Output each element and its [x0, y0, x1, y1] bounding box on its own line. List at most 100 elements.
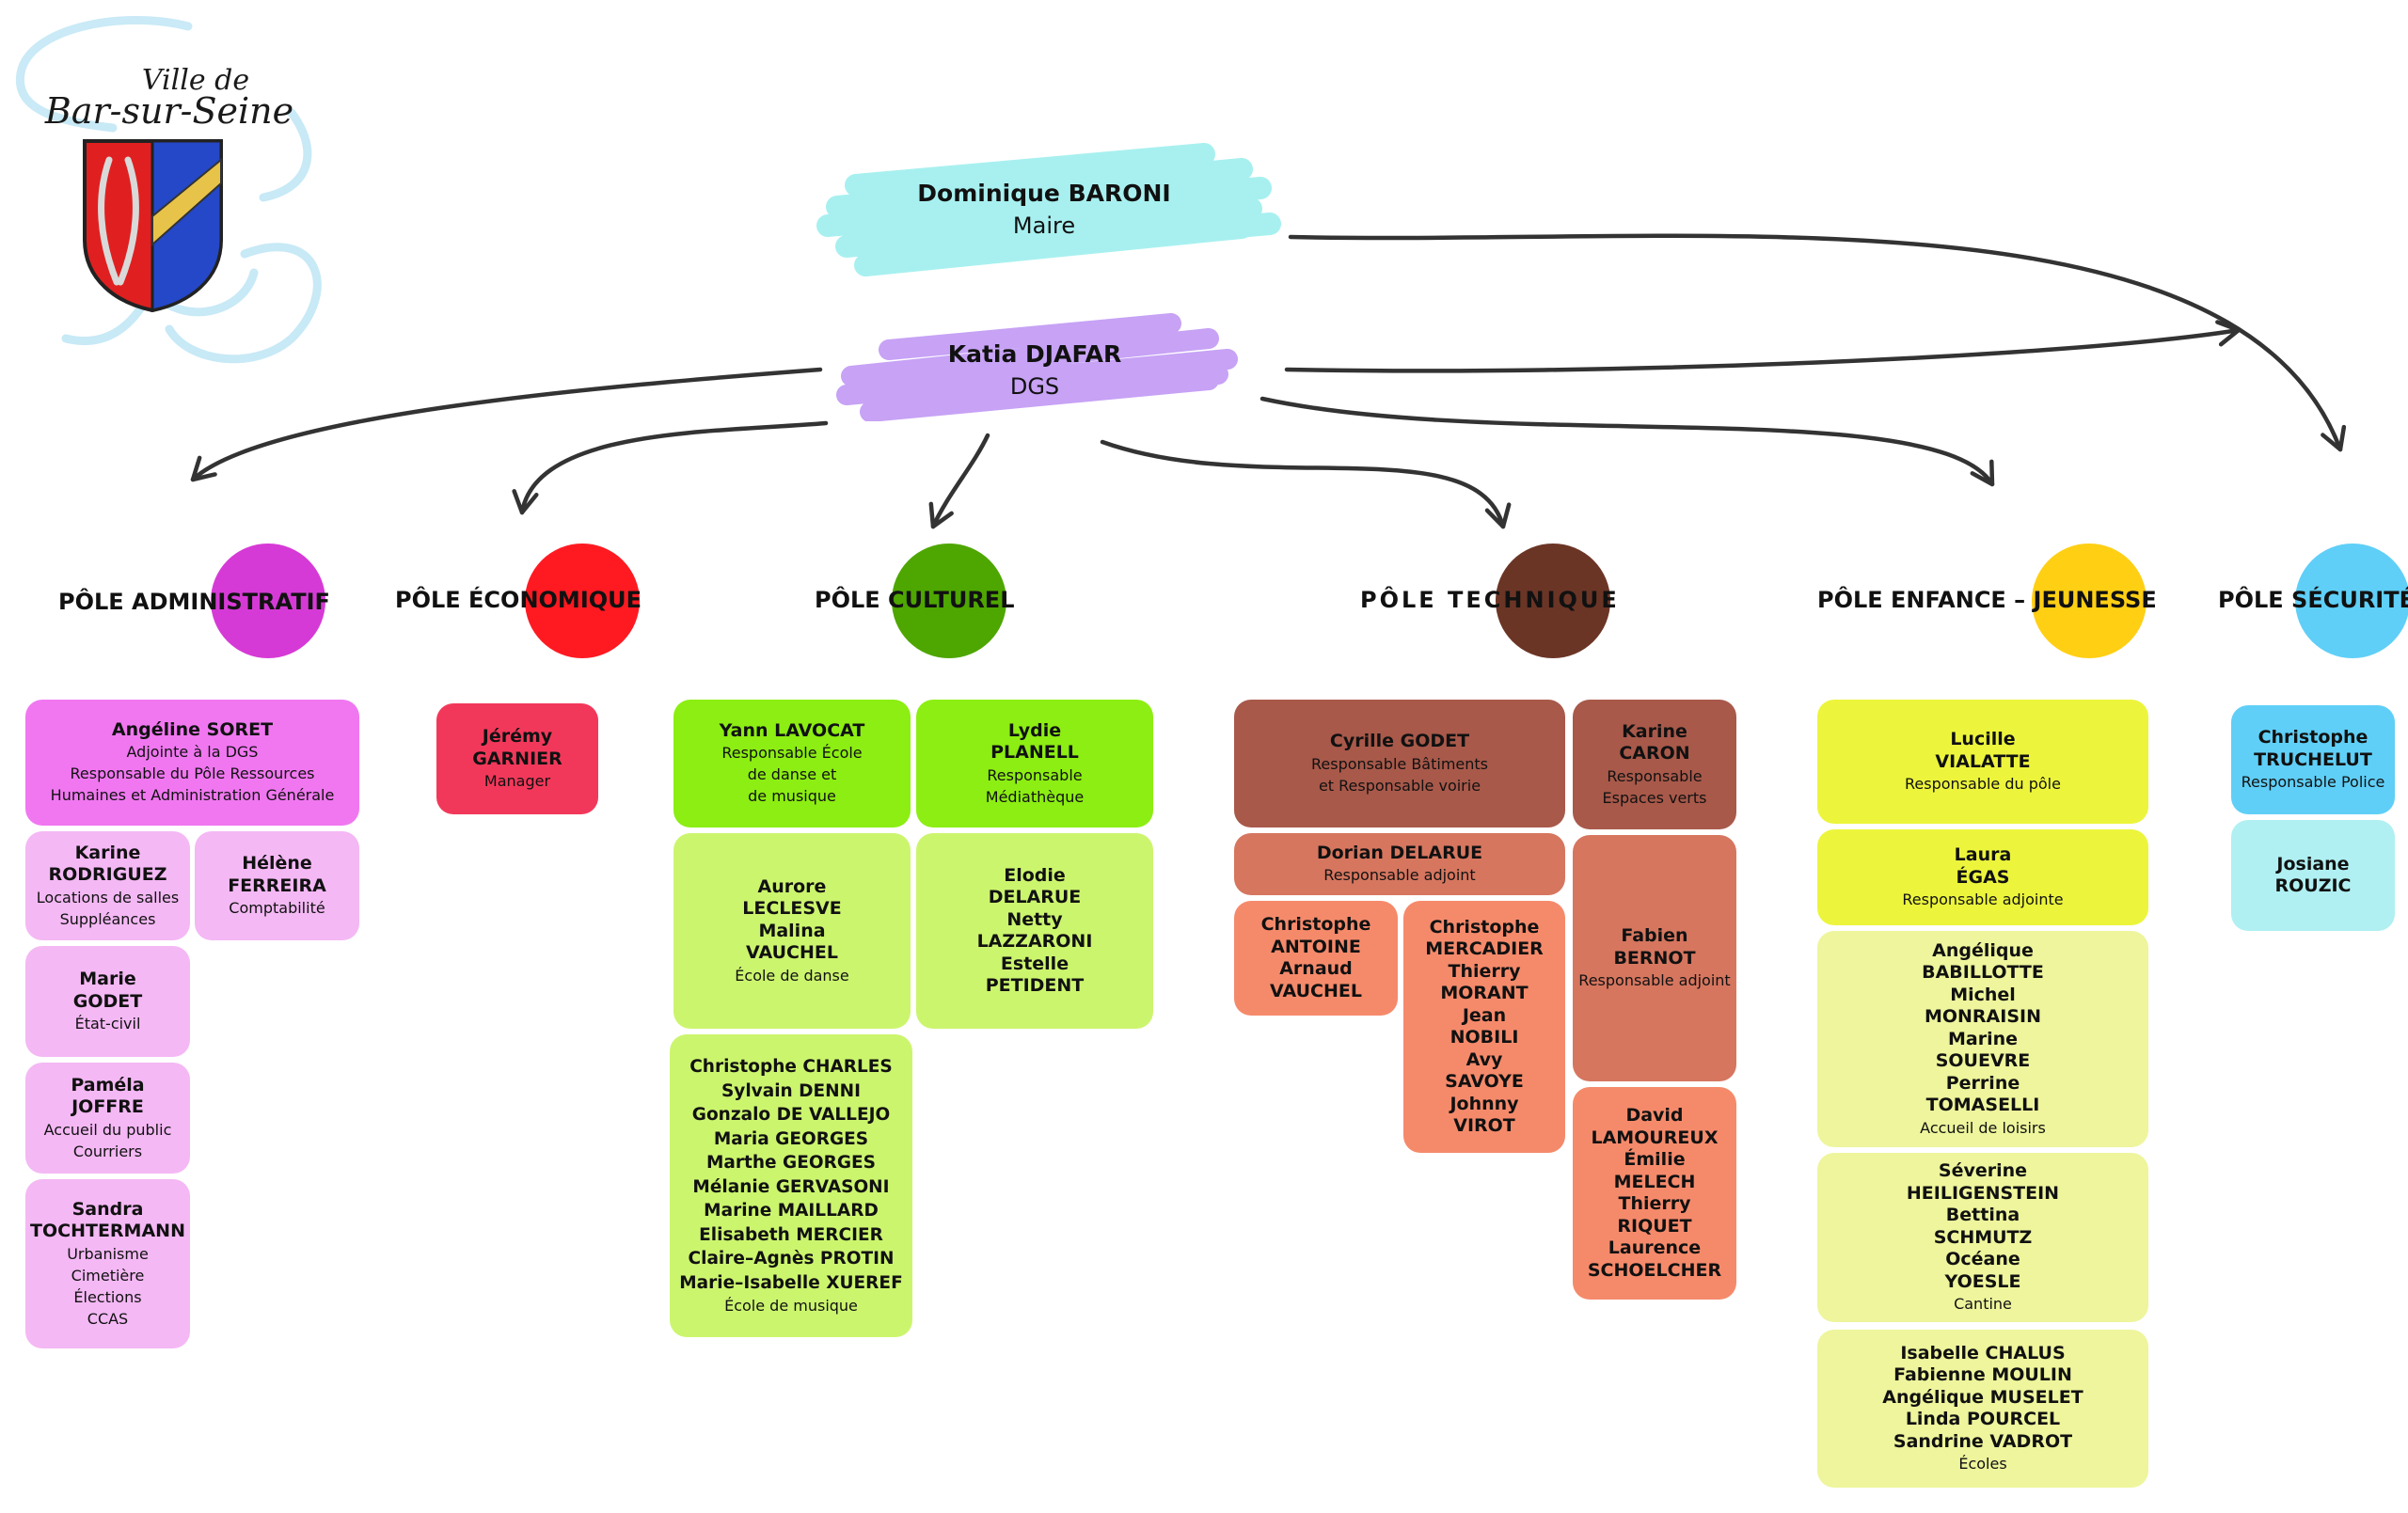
godet-marie-role: État-civil	[74, 1015, 141, 1032]
box-ecole-musique: Christophe CHARLES Sylvain DENNI Gonzalo…	[670, 1034, 912, 1337]
delarue-role: Responsable adjoint	[1323, 866, 1476, 885]
pole-administratif-circle	[211, 544, 325, 658]
garnier-role: Manager	[483, 772, 551, 790]
box-cantine: Séverine HEILIGENSTEIN Bettina SCHMUTZ O…	[1817, 1153, 2148, 1322]
godet-cyrille-role: Responsable Bâtiments et Responsable voi…	[1310, 754, 1488, 795]
egas-name: Laura ÉGAS	[1954, 844, 2012, 888]
box-accueil-loisirs: Angélique BABILLOTTE Michel MONRAISIN Ma…	[1817, 931, 2148, 1147]
logo-line1: Ville de	[141, 64, 250, 97]
pole-enfance-circle	[2032, 544, 2147, 658]
box-garnier: Jérémy GARNIER Manager	[436, 703, 598, 814]
box-lamoureux: David LAMOUREUX Émilie MELECH Thierry RI…	[1573, 1087, 1736, 1300]
godet-cyrille-name: Cyrille GODET	[1329, 731, 1470, 752]
caron-role: Responsable Espaces verts	[1602, 766, 1707, 807]
rouzic-name: Josiane ROUZIC	[2274, 853, 2352, 897]
ferreira-name: Hélène FERREIRA	[228, 853, 326, 896]
box-caron: Karine CARON Responsable Espaces verts	[1573, 700, 1736, 829]
pole-technique-title: PÔLE TECHNIQUE	[1360, 587, 1620, 613]
soret-role: Adjointe à la DGS Responsable du Pôle Re…	[50, 743, 335, 805]
pole-technique-circle	[1496, 544, 1610, 658]
bernot-name: Fabien BERNOT	[1613, 925, 1696, 969]
garnier-name: Jérémy GARNIER	[472, 726, 562, 769]
maire-role: Maire	[1012, 213, 1076, 239]
arrow-maire-securite	[1288, 233, 2347, 452]
city-logo: Ville de Bar-sur-Seine	[9, 9, 348, 367]
lavocat-role: Responsable École de danse et de musique	[721, 744, 863, 806]
cantine-role: Cantine	[1954, 1295, 2012, 1313]
coat-of-arms-icon	[15, 16, 322, 364]
truchelut-name: Christophe TRUCHELUT	[2254, 727, 2372, 770]
pole-culturel-title: PÔLE CULTUREL	[815, 587, 1015, 613]
box-planell: Lydie PLANELL Responsable Médiathèque	[916, 700, 1153, 827]
vialatte-role: Responsable du pôle	[1905, 775, 2061, 793]
rodriguez-name: Karine RODRIGUEZ	[48, 842, 167, 886]
accueil-loisirs-names: Angélique BABILLOTTE Michel MONRAISIN Ma…	[1922, 939, 2044, 1116]
egas-role: Responsable adjointe	[1902, 890, 2064, 908]
box-soret: Angéline SORET Adjointe à la DGS Respons…	[25, 700, 359, 826]
box-mediatheque: Elodie DELARUE Netty LAZZARONI Estelle P…	[916, 833, 1153, 1029]
mercadier-names: Christophe MERCADIER Thierry MORANT Jean…	[1425, 916, 1544, 1137]
dgs-name: Katia DJAFAR	[947, 340, 1122, 368]
pole-economique-circle	[525, 544, 640, 658]
head-maire: Dominique BARONI Maire	[828, 178, 1260, 242]
head-dgs: Katia DJAFAR DGS	[837, 339, 1232, 402]
box-ecole-danse: Aurore LECLESVE Malina VAUCHEL École de …	[673, 833, 911, 1029]
box-truchelut: Christophe TRUCHELUT Responsable Police	[2231, 705, 2395, 814]
ecole-musique-role: École de musique	[724, 1297, 858, 1315]
pole-enfance-title: PÔLE ENFANCE – JEUNESSE	[1817, 587, 2157, 613]
box-vialatte: Lucille VIALATTE Responsable du pôle	[1817, 700, 2148, 824]
ecole-danse-names: Aurore LECLESVE Malina VAUCHEL	[742, 875, 842, 964]
arrow-dgs-culturel	[928, 433, 990, 529]
box-ferreira: Hélène FERREIRA Comptabilité	[195, 831, 359, 940]
arrow-dgs-economique	[512, 420, 829, 515]
pole-securite-title: PÔLE SÉCURITÉ	[2218, 587, 2408, 613]
box-delarue: Dorian DELARUE Responsable adjoint	[1234, 833, 1565, 895]
ecoles-names: Isabelle CHALUS Fabienne MOULIN Angéliqu…	[1882, 1342, 2083, 1452]
caron-name: Karine CARON	[1619, 720, 1690, 764]
dgs-role: DGS	[1009, 373, 1060, 400]
antoine-names: Christophe ANTOINE Arnaud VAUCHEL	[1260, 914, 1371, 1001]
planell-name: Lydie PLANELL	[990, 719, 1079, 764]
arrow-dgs-administratif	[190, 367, 823, 482]
box-joffre: Paméla JOFFRE Accueil du public Courrier…	[25, 1063, 190, 1174]
box-mercadier: Christophe MERCADIER Thierry MORANT Jean…	[1403, 901, 1565, 1153]
soret-name: Angéline SORET	[111, 718, 274, 740]
tochtermann-name: Sandra TOCHTERMANN	[30, 1198, 185, 1242]
maire-scribble-bg	[816, 143, 1281, 276]
delarue-name: Dorian DELARUE	[1316, 842, 1483, 863]
box-godet-marie: Marie GODET État-civil	[25, 946, 190, 1057]
dgs-scribble-bg	[836, 313, 1238, 421]
box-tochtermann: Sandra TOCHTERMANN Urbanisme Cimetière É…	[25, 1179, 190, 1348]
ferreira-role: Comptabilité	[229, 899, 325, 917]
box-lavocat: Yann LAVOCAT Responsable École de danse …	[673, 700, 911, 827]
bernot-role: Responsable adjoint	[1578, 971, 1731, 989]
lavocat-name: Yann LAVOCAT	[719, 719, 865, 741]
box-egas: Laura ÉGAS Responsable adjointe	[1817, 829, 2148, 925]
pole-securite-circle	[2295, 544, 2408, 658]
tochtermann-role: Urbanisme Cimetière Élections CCAS	[67, 1244, 149, 1328]
box-antoine: Christophe ANTOINE Arnaud VAUCHEL	[1234, 901, 1398, 1016]
logo-line2: Bar-sur-Seine	[44, 90, 294, 132]
cantine-names: Séverine HEILIGENSTEIN Bettina SCHMUTZ O…	[1906, 1160, 2060, 1292]
pole-administratif-title: PÔLE ADMINISTRATIF	[58, 589, 330, 615]
mediatheque-names: Elodie DELARUE Netty LAZZARONI Estelle P…	[976, 864, 1093, 997]
vialatte-name: Lucille VIALATTE	[1935, 729, 2031, 772]
box-bernot: Fabien BERNOT Responsable adjoint	[1573, 835, 1736, 1081]
maire-name: Dominique BARONI	[917, 180, 1171, 207]
accueil-loisirs-role: Accueil de loisirs	[1920, 1118, 2046, 1137]
box-godet-cyrille: Cyrille GODET Responsable Bâtiments et R…	[1234, 700, 1565, 827]
truchelut-role: Responsable Police	[2241, 773, 2385, 791]
pole-culturel-circle	[892, 544, 1006, 658]
ecoles-role: Écoles	[1958, 1455, 2007, 1474]
lamoureux-names: David LAMOUREUX Émilie MELECH Thierry RI…	[1587, 1105, 1722, 1281]
box-ecoles: Isabelle CHALUS Fabienne MOULIN Angéliqu…	[1817, 1330, 2148, 1488]
joffre-name: Paméla JOFFRE	[71, 1074, 145, 1118]
rodriguez-role: Locations de salles Suppléances	[36, 888, 180, 928]
godet-marie-name: Marie GODET	[72, 969, 143, 1012]
box-rouzic: Josiane ROUZIC	[2231, 820, 2395, 931]
arrow-dgs-right	[1284, 320, 2242, 373]
ecole-musique-names: Christophe CHARLES Sylvain DENNI Gonzalo…	[679, 1057, 903, 1293]
box-rodriguez: Karine RODRIGUEZ Locations de salles Sup…	[25, 831, 190, 940]
planell-role: Responsable Médiathèque	[985, 765, 1085, 806]
